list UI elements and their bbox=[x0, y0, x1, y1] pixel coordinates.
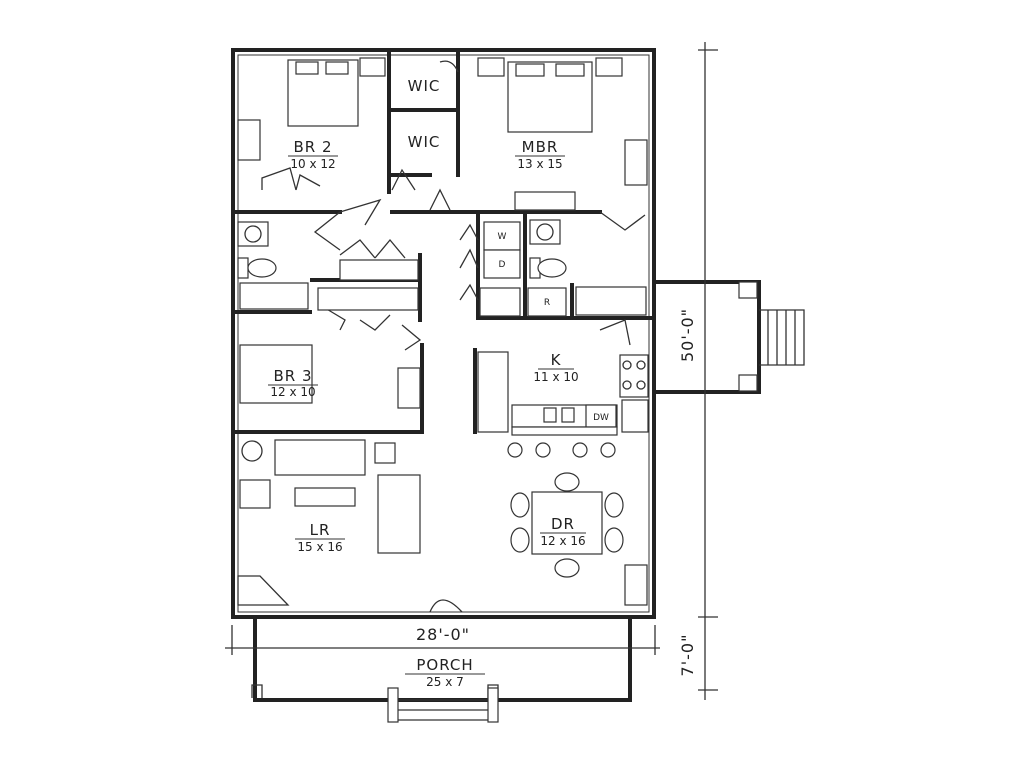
dryer bbox=[483, 249, 521, 279]
k-size: 11 x 10 bbox=[533, 370, 578, 384]
br3-size: 12 x 10 bbox=[270, 385, 315, 399]
pantry-shelf bbox=[479, 287, 521, 317]
br3-bed bbox=[239, 344, 313, 404]
lr-size: 15 x 16 bbox=[297, 540, 342, 554]
k-label: K bbox=[551, 351, 562, 369]
lr-sofa bbox=[274, 439, 366, 476]
lr-loveseat bbox=[377, 474, 421, 554]
furniture bbox=[237, 57, 648, 606]
depth-dimension: 50'-0" bbox=[678, 308, 697, 362]
width-dimension: 28'-0" bbox=[416, 625, 470, 644]
svg-text:D: D bbox=[499, 260, 506, 270]
bath-fixtures bbox=[237, 219, 647, 316]
wic2-label: WIC bbox=[408, 133, 441, 151]
lr-label: LR bbox=[310, 521, 331, 539]
lr-coffee-table bbox=[294, 487, 356, 507]
dr-size: 12 x 16 bbox=[540, 534, 585, 548]
dr-table bbox=[531, 491, 603, 555]
br3-label: BR 3 bbox=[273, 367, 312, 385]
refrigerator bbox=[527, 287, 567, 317]
mbr-label: MBR bbox=[522, 138, 559, 156]
porch-size: 25 x 7 bbox=[426, 675, 464, 689]
wic1-label: WIC bbox=[408, 77, 441, 95]
porch-label: PORCH bbox=[416, 656, 473, 674]
svg-text:R: R bbox=[544, 298, 550, 308]
svg-text:W: W bbox=[498, 232, 507, 242]
mbr-size: 13 x 15 bbox=[517, 157, 562, 171]
porch-depth-dimension: 7'-0" bbox=[678, 634, 697, 677]
dr-label: DR bbox=[551, 515, 575, 533]
room-labels: BR 2 10 x 12 WIC WIC MBR 13 x 15 BR 3 12… bbox=[268, 77, 697, 689]
appliances: W D R DW bbox=[477, 221, 649, 436]
door-swings bbox=[261, 60, 646, 613]
side-entry bbox=[652, 280, 805, 394]
br2-label: BR 2 bbox=[293, 138, 332, 156]
right-tub bbox=[575, 286, 647, 316]
svg-text:DW: DW bbox=[593, 413, 609, 423]
br2-size: 10 x 12 bbox=[290, 157, 335, 171]
dimension-lines bbox=[225, 42, 718, 700]
plant-icon bbox=[241, 440, 263, 462]
porch bbox=[251, 618, 632, 723]
left-tub bbox=[239, 282, 309, 310]
